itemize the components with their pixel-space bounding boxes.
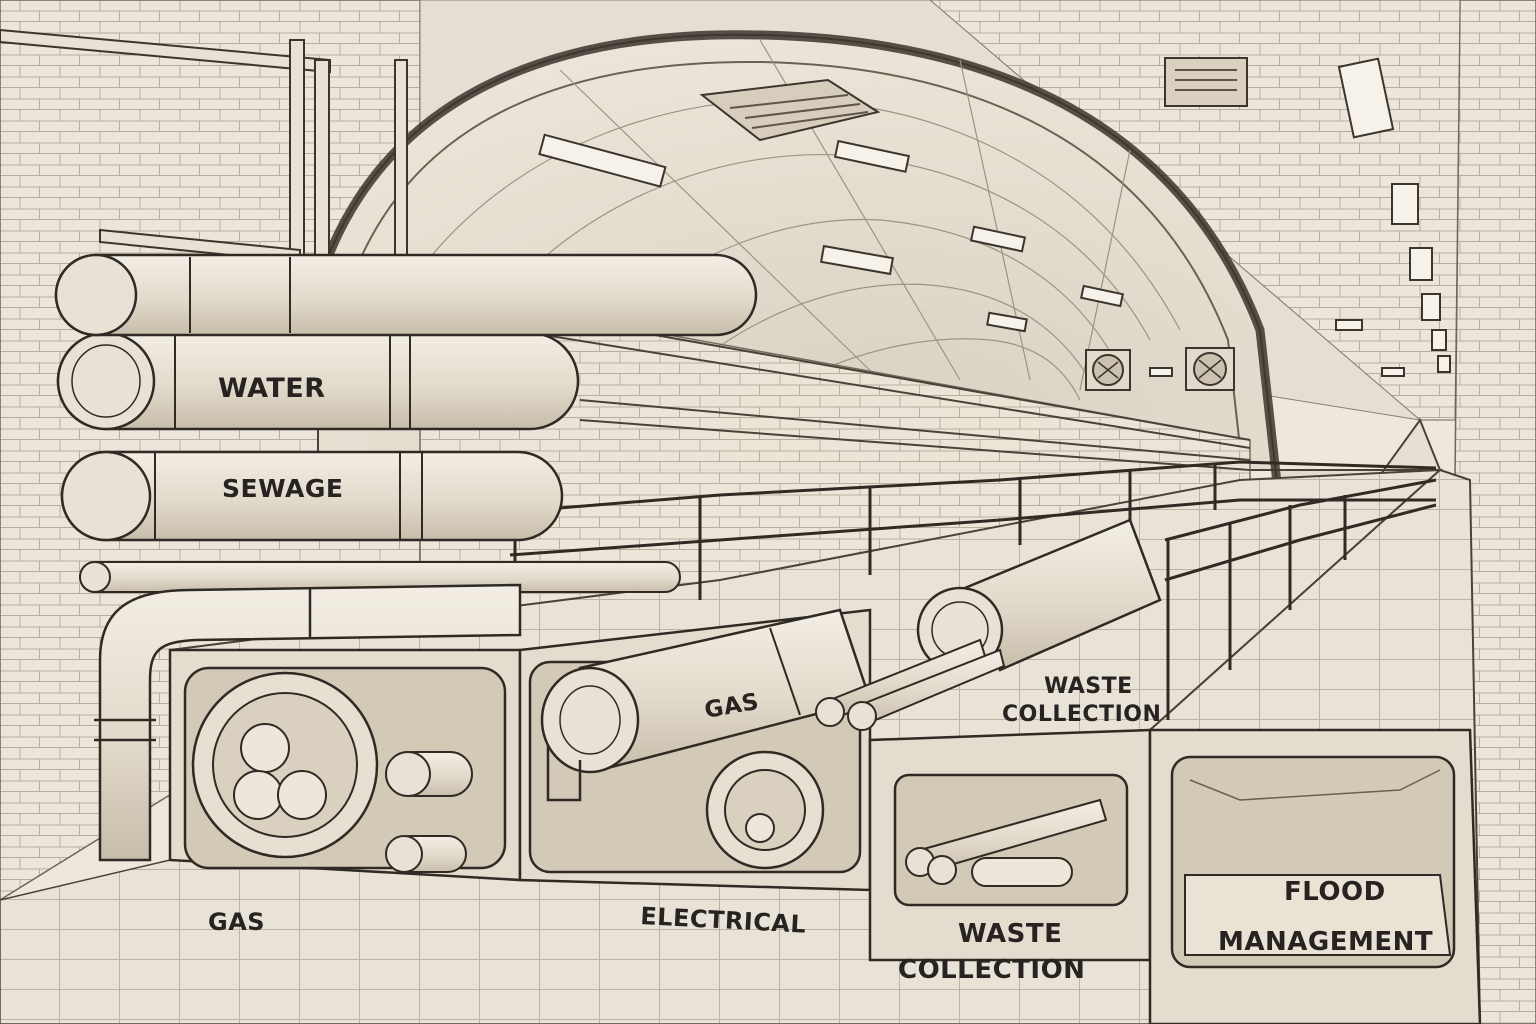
elbow-pipe [94,583,522,862]
waste-trench [868,728,1152,962]
label-water: WATER [218,373,326,404]
label-flood-line1: FLOOD [1284,877,1386,907]
walkway-railing [509,460,1437,720]
label-waste-upper-line1: WASTE [1044,674,1133,699]
sewage-pipe [60,450,564,542]
arch-inner-rim [347,60,1257,591]
small-wall-pipe [79,561,681,593]
arch-rim [313,30,1295,605]
label-waste-lower-line2: COLLECTION [898,955,1085,985]
label-gas-left: GAS [208,908,265,936]
upper-pipe [54,253,758,337]
ceiling-lights [538,57,1451,377]
label-waste-lower-line1: WASTE [958,919,1062,949]
gas-pipe [540,608,872,802]
electrical-trench [518,608,872,892]
label-waste-upper-line2: COLLECTION [1002,702,1161,727]
ventilation-fans [1085,347,1235,391]
wall-vent [1164,57,1248,107]
ceiling-vent [699,78,881,142]
utility-labels: WATER SEWAGE GAS GAS ELECTRICAL WASTE CO… [208,373,1433,985]
electrical-conduit [705,750,825,870]
gas-trench [168,648,522,882]
flood-channel [1148,728,1482,1024]
waste-collection-tube [815,518,1162,731]
label-sewage: SEWAGE [222,474,343,503]
label-flood-line2: MANAGEMENT [1218,927,1433,957]
